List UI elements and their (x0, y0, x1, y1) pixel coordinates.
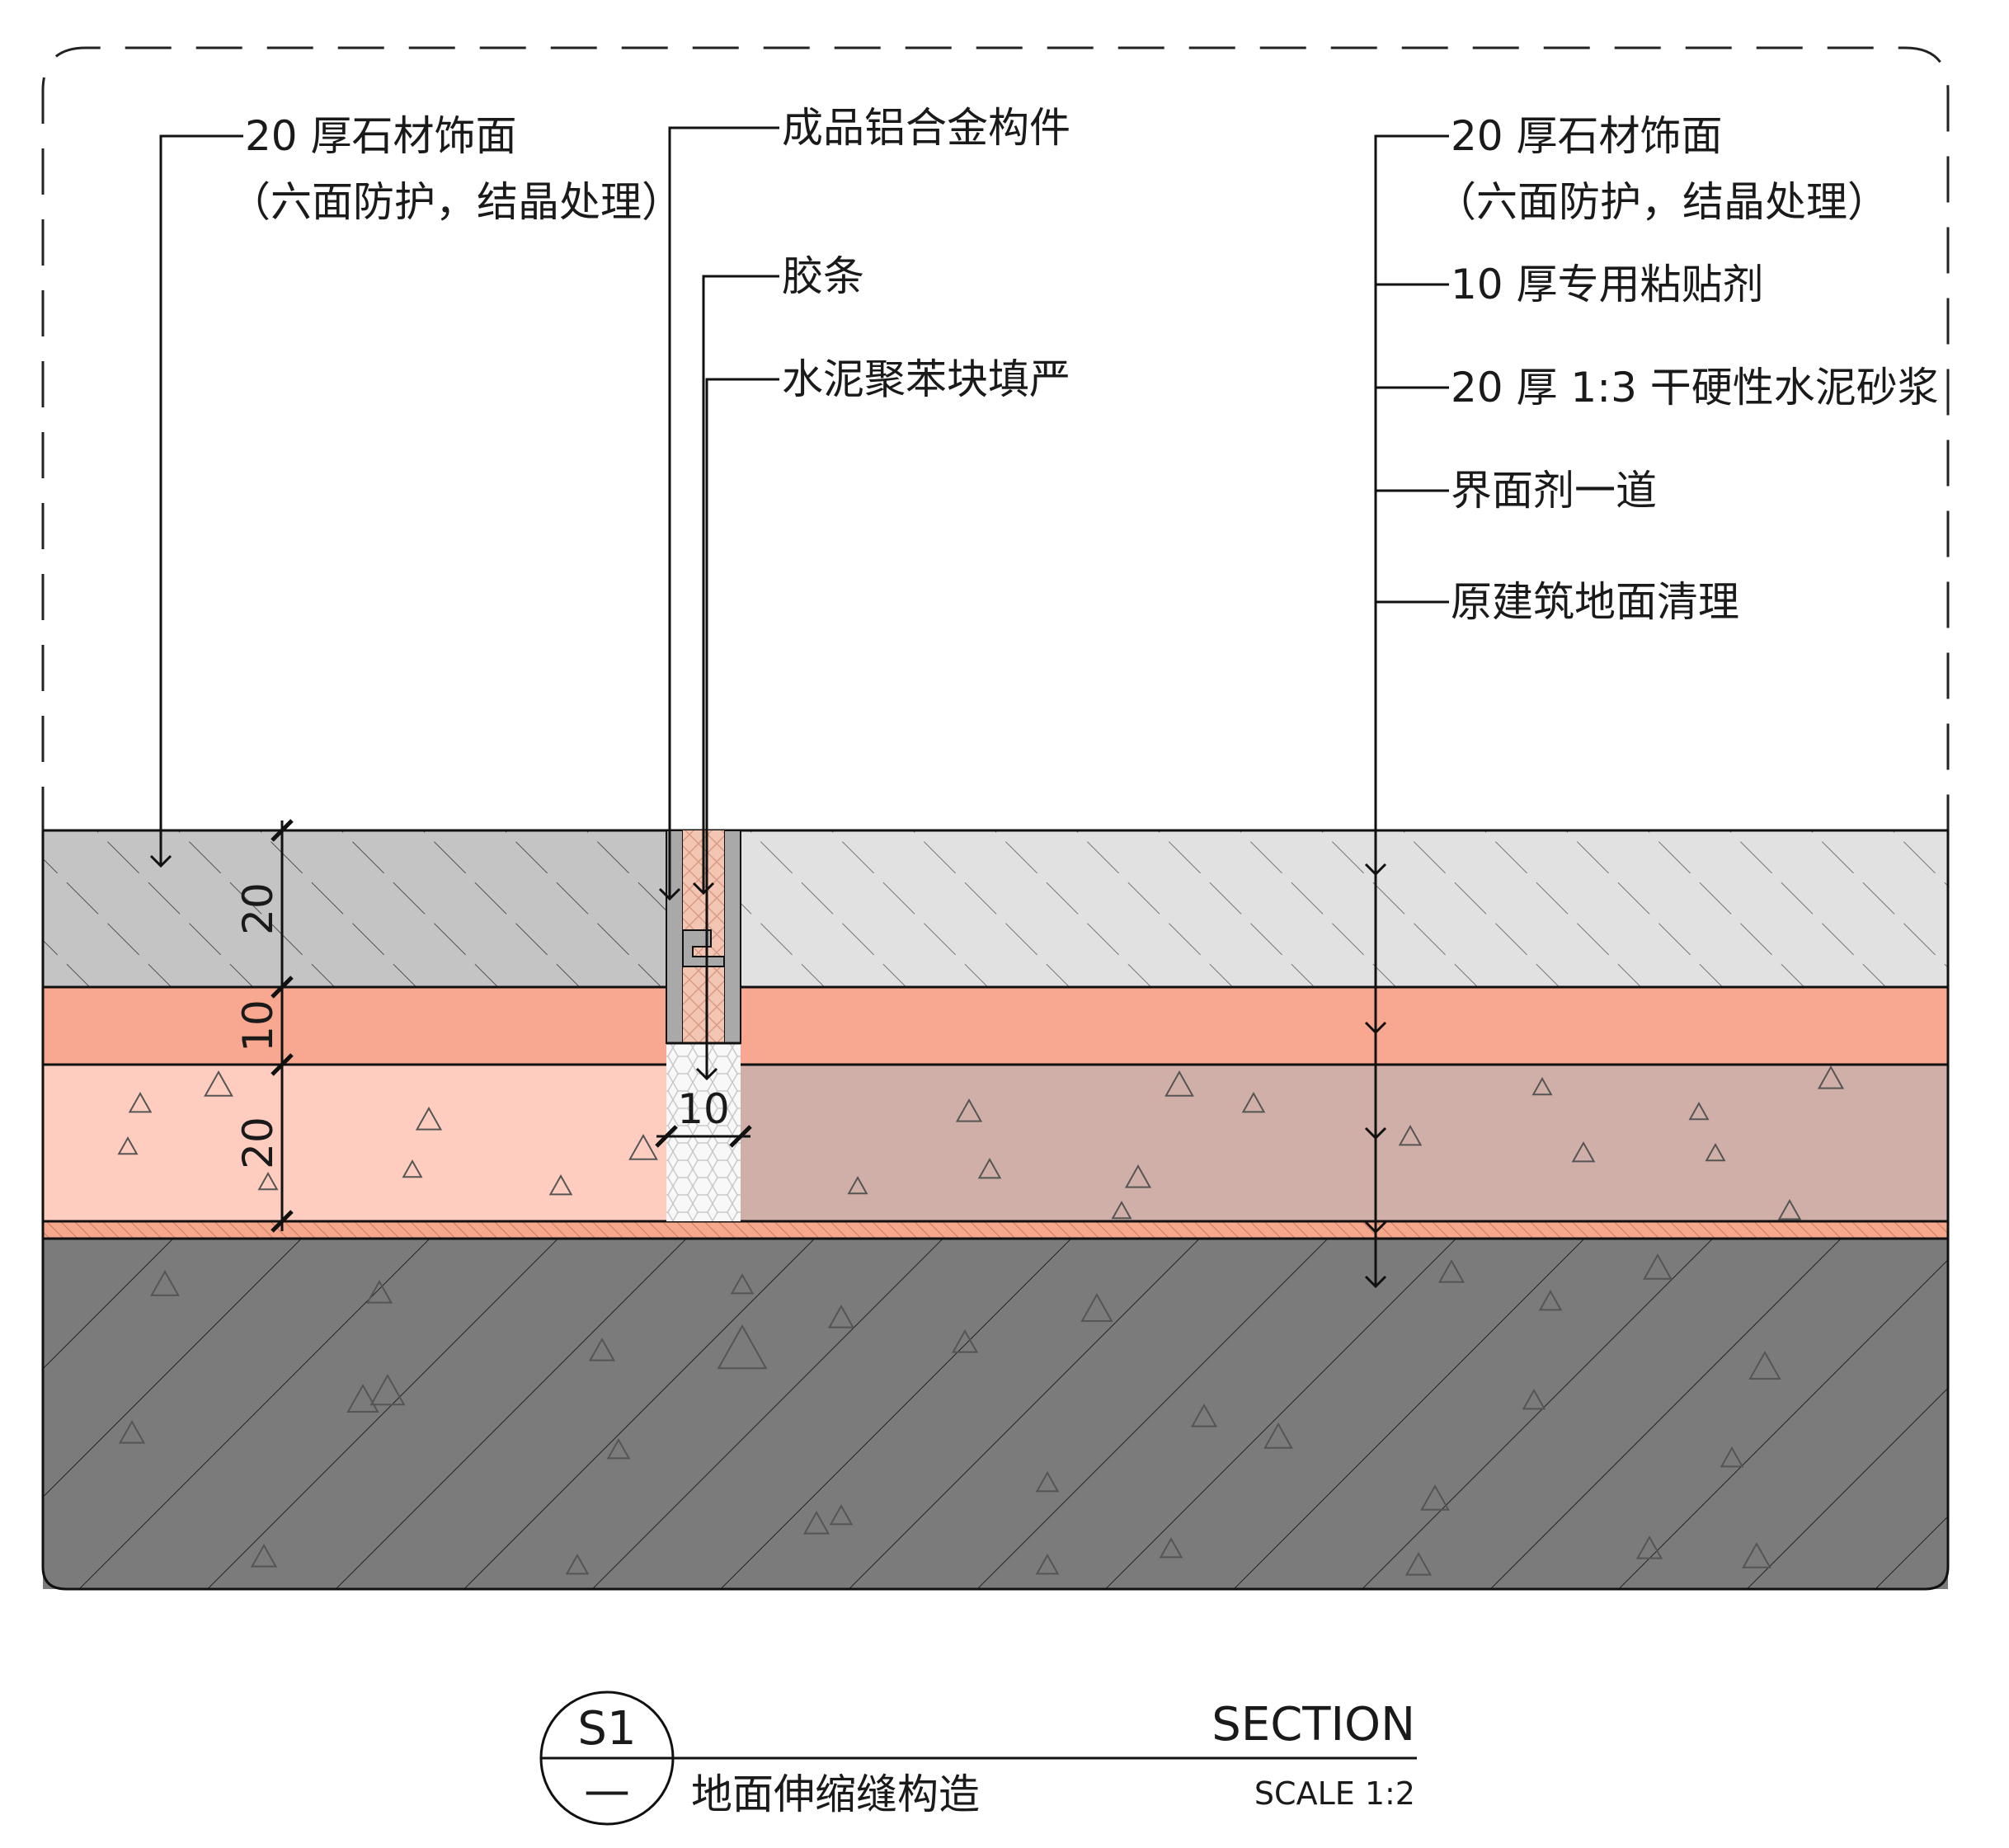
aggregate-triangle (1437, 1258, 1466, 1283)
section-symbol-sheet: — (584, 1764, 630, 1817)
aggregate-triangle (717, 1324, 768, 1370)
aggregate-triangle (730, 1272, 755, 1295)
aggregate-triangle (565, 1553, 590, 1575)
label-mortar: 20 厚 1:3 干硬性水泥砂浆 (1451, 364, 1939, 411)
aggregate-triangle (1263, 1422, 1293, 1449)
aggregate-triangle (1635, 1535, 1663, 1559)
aggregate-triangle (1398, 1124, 1423, 1146)
interface-layer-hatch (43, 1221, 1948, 1239)
right-stone-note: （六面防护，结晶处理） (1435, 178, 1889, 226)
aggregate-triangle (606, 1437, 631, 1460)
aggregate-triangle (128, 1091, 153, 1113)
stone-left-hatch (43, 830, 666, 987)
aggregate-triangle (1720, 1446, 1744, 1468)
aggregate-triangle (1688, 1101, 1710, 1121)
aggregate-triangle (118, 1419, 146, 1444)
aggregate-triangle (369, 1373, 406, 1406)
section-symbol-id: S1 (577, 1702, 636, 1756)
aggregate-triangle (1159, 1536, 1183, 1559)
aggregate-triangle (402, 1159, 423, 1178)
aggregate-triangle (977, 1157, 1002, 1179)
dim-adhesive: 10 (234, 999, 282, 1052)
aggregate-triangle (1420, 1484, 1450, 1511)
title-block: S1 — SECTION 地面伸缩缝构造 SCALE 1:2 (539, 1690, 1417, 1826)
aggregate-triangle (415, 1106, 443, 1131)
aggregate-triangle (827, 1304, 855, 1328)
aggregate-triangle (1643, 1253, 1673, 1280)
aggregate-triangle (1241, 1091, 1266, 1113)
aggregate-triangle (955, 1098, 983, 1122)
adhesive-left (43, 987, 666, 1065)
section-heading: SECTION (1212, 1698, 1415, 1752)
aggregate-triangle (1742, 1541, 1771, 1568)
aggregate-triangle (829, 1503, 854, 1526)
profile-clip (682, 929, 725, 967)
mortar-left (43, 1065, 666, 1221)
aggregate-triangle (250, 1543, 278, 1568)
aggregate-triangle (628, 1133, 658, 1160)
label-adhesive: 10 厚专用粘贴剂 (1451, 261, 1764, 308)
section-scale: SCALE 1:2 (1254, 1775, 1415, 1812)
aggregate-triangle (1124, 1164, 1152, 1188)
aggregate-triangle (951, 1328, 979, 1353)
aggregate-triangle (1748, 1350, 1781, 1380)
aggregate-triangle (365, 1279, 393, 1304)
aggregate-triangle (1531, 1076, 1553, 1096)
section-name: 地面伸缩缝构造 (691, 1770, 980, 1818)
aggregate-triangle (1817, 1065, 1845, 1089)
aggregate-triangle (1522, 1388, 1546, 1410)
aggregate-triangle (1190, 1403, 1218, 1427)
aggregate-triangle (1777, 1198, 1802, 1220)
aggregate-triangle (548, 1173, 573, 1196)
left-stone-note: （六面防护，结晶处理） (229, 178, 683, 226)
label-base: 原建筑地面清理 (1451, 578, 1739, 626)
aggregate-triangle (257, 1171, 279, 1191)
aggregate-marks (117, 1065, 1845, 1576)
base-slab-hatch (43, 1239, 1948, 1589)
aggregate-triangle (204, 1070, 233, 1097)
aggregate-triangle (1538, 1289, 1563, 1311)
mortar-right (741, 1065, 1948, 1221)
leaders (149, 126, 1449, 1289)
left-stone-label: 20 厚石材饰面 (245, 112, 517, 160)
label-rubber-strip: 胶条 (782, 252, 864, 300)
aggregate-triangle (588, 1337, 616, 1361)
dim-joint-width: 10 (677, 1085, 730, 1133)
aggregate-triangle (1035, 1470, 1060, 1493)
aggregate-triangle (1035, 1553, 1060, 1575)
right-stone-label: 20 厚石材饰面 (1451, 112, 1723, 160)
aggregate-triangle (1404, 1551, 1433, 1576)
joint-filler-hex (666, 1043, 741, 1221)
stone-right-hatch (741, 830, 1948, 987)
label-interface: 界面剂一道 (1451, 467, 1657, 515)
detail-frame (41, 46, 1950, 833)
label-aluminum: 成品铝合金构件 (782, 104, 1070, 152)
label-filler: 水泥聚苯块填严 (782, 355, 1070, 403)
aggregate-triangle (1164, 1070, 1194, 1097)
aggregate-triangle (802, 1510, 830, 1535)
aggregate-triangle (847, 1175, 868, 1195)
aluminum-profile-right (723, 830, 741, 1044)
dim-stone: 20 (234, 882, 282, 935)
layer-stack (41, 829, 1950, 1591)
aggregate-triangle (1080, 1292, 1113, 1322)
aggregate-triangle (117, 1136, 139, 1155)
adhesive-right (741, 987, 1948, 1065)
aggregate-triangle (346, 1383, 379, 1413)
aggregate-triangle (150, 1269, 180, 1296)
dimension-chain (271, 819, 752, 1233)
aggregate-triangle (1571, 1140, 1596, 1163)
dim-mortar: 20 (234, 1117, 282, 1169)
aggregate-triangle (1111, 1200, 1132, 1220)
aggregate-triangle (1705, 1142, 1726, 1162)
